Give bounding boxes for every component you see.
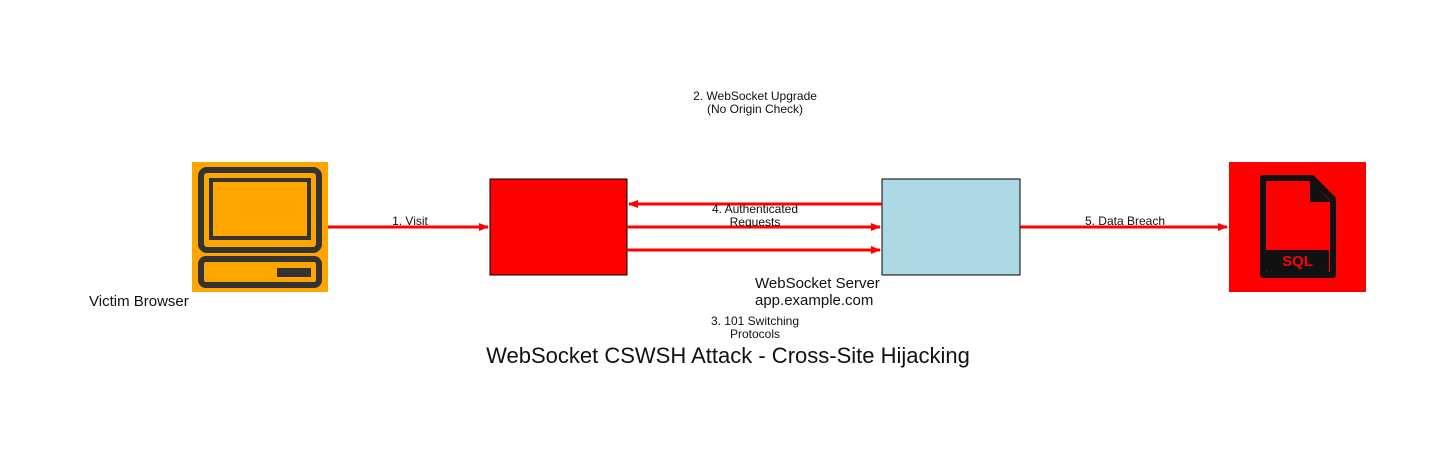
websocket-server-label: WebSocket Server app.example.com	[755, 275, 880, 309]
computer-terminal-icon	[198, 167, 322, 288]
victim-browser-node	[192, 162, 328, 292]
sql-icon-text: SQL	[1282, 253, 1313, 270]
edge-label-visit: 1. Visit	[392, 214, 428, 228]
edge-label-requests: 4. Authenticated Requests	[711, 202, 799, 230]
edge-label-upgrade: 2. WebSocket Upgrade (No Origin Check)	[693, 89, 817, 117]
database-node: SQL	[1229, 162, 1366, 292]
websocket-server-node	[881, 178, 1021, 276]
attacker-node	[489, 178, 628, 276]
victim-browser-label: Victim Browser	[89, 293, 189, 310]
edge-label-breach: 5. Data Breach	[1084, 214, 1166, 228]
diagram-title: WebSocket CSWSH Attack - Cross-Site Hija…	[486, 343, 970, 368]
sql-file-icon: SQL	[1260, 175, 1336, 278]
edge-label-switching: 3. 101 Switching Protocols	[710, 314, 800, 342]
